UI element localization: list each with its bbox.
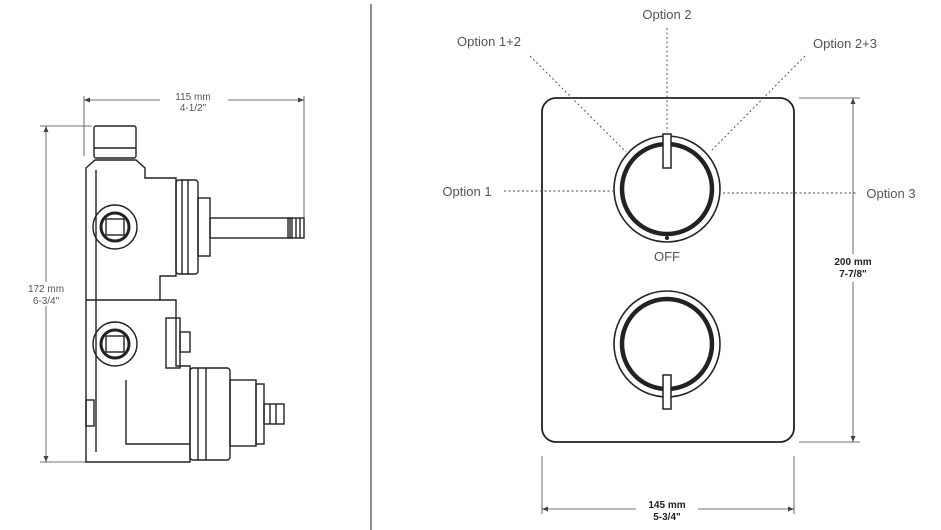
front-width-in: 5-3/4": [653, 512, 681, 523]
label-option-2-3: Option 2+3: [813, 36, 877, 51]
label-option-1: Option 1: [442, 184, 491, 199]
lower-port-outer: [92, 321, 138, 367]
nut: [165, 317, 181, 369]
side-height-in: 6-3/4": [33, 296, 60, 307]
valve-body: [85, 159, 191, 463]
lower-cartridge: [189, 367, 231, 461]
front-arrows: [542, 98, 856, 512]
side-width-mm: 115 mm: [175, 92, 210, 103]
lower-knob-indicator: [662, 374, 672, 410]
upper-knob-indicator: [662, 133, 672, 169]
label-option-2: Option 2: [642, 7, 691, 22]
trim-plate: [541, 97, 795, 443]
upper-port-outer: [92, 204, 138, 250]
upper-port-inner: [99, 211, 131, 243]
lower-port-inner: [99, 328, 131, 360]
upper-spindle: [209, 217, 291, 239]
side-width-in: 4-1/2": [180, 103, 207, 114]
lower-spindle-tip: [263, 403, 285, 425]
label-option-3: Option 3: [866, 186, 915, 201]
top-connector: [93, 125, 137, 159]
front-height-mm: 200 mm: [834, 257, 871, 268]
front-width-mm: 145 mm: [648, 500, 685, 511]
front-view: [541, 97, 795, 443]
label-off: OFF: [654, 249, 680, 264]
front-height-in: 7-7/8": [839, 269, 867, 280]
option-leaders: [504, 28, 858, 194]
side-height-mm: 172 mm: [28, 284, 64, 295]
label-option-1-2: Option 1+2: [457, 34, 521, 49]
side-view: [85, 125, 305, 463]
upper-cartridge: [175, 179, 199, 275]
side-arrows: [43, 97, 304, 462]
